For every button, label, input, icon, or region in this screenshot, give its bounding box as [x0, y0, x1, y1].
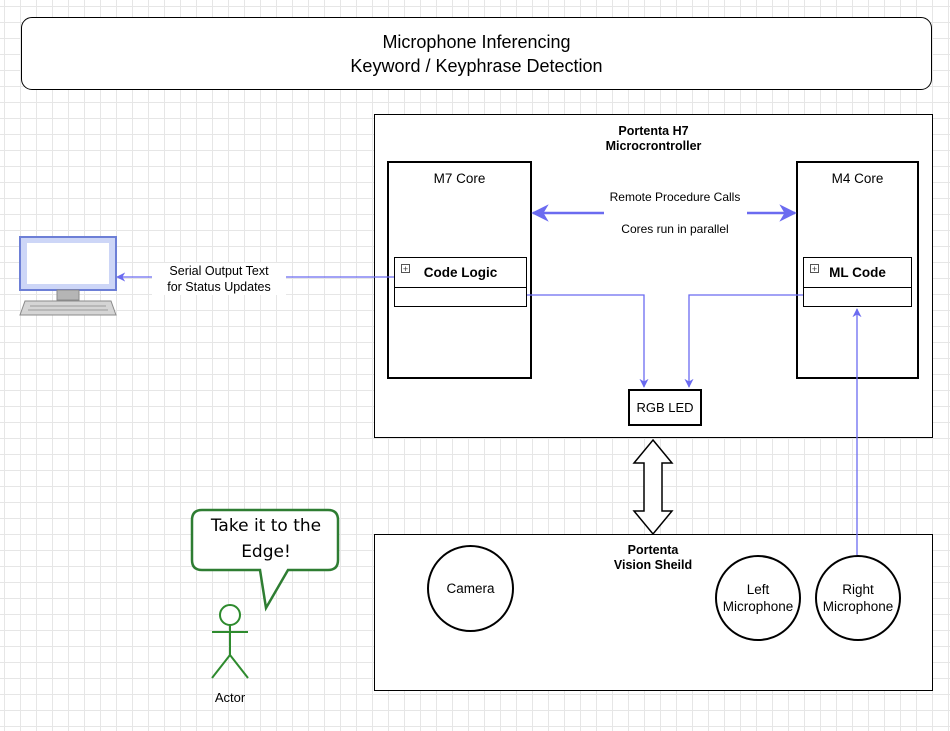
- rgb-led-box: RGB LED: [628, 389, 702, 426]
- parallel-label: Cores run in parallel: [621, 222, 729, 236]
- microcontroller-label-line-2: Microcrontroller: [605, 139, 702, 153]
- bidirectional-block-arrow: [632, 438, 674, 536]
- speech-line-1: Take it to the: [210, 516, 322, 536]
- ml-code-label: ML Code: [829, 265, 886, 280]
- vision-shield-label: Portenta Vision Sheild: [574, 543, 732, 573]
- title-line-2: Keyword / Keyphrase Detection: [350, 55, 603, 76]
- right-microphone-node: Right Microphone: [815, 555, 901, 641]
- computer-monitor-icon: [19, 236, 117, 316]
- ml-code-header: + ML Code: [804, 258, 911, 288]
- right-mic-line-1: Right: [842, 582, 874, 597]
- serial-label-line-2: for Status Updates: [167, 280, 271, 294]
- camera-label: Camera: [446, 581, 495, 596]
- m7-core-label: M7 Core: [433, 171, 486, 186]
- camera-node: Camera: [427, 545, 514, 632]
- rgb-led-label: RGB LED: [636, 400, 694, 415]
- speech-bubble: [190, 508, 340, 612]
- actor-stick-figure-icon: [211, 604, 249, 679]
- serial-label-line-1: Serial Output Text: [169, 264, 269, 278]
- ml-code-to-led-connector: [684, 294, 803, 388]
- right-mic-line-2: Microphone: [822, 599, 894, 614]
- left-microphone-node: Left Microphone: [715, 555, 801, 641]
- code-logic-class[interactable]: + Code Logic: [394, 257, 527, 307]
- ml-code-class[interactable]: + ML Code: [803, 257, 912, 307]
- m4-core-label: M4 Core: [831, 171, 884, 186]
- rpc-label: Remote Procedure Calls: [609, 190, 741, 204]
- title-line-1: Microphone Inferencing: [382, 31, 571, 52]
- microcontroller-label: Portenta H7 Microcrontroller: [374, 124, 933, 154]
- left-mic-line-1: Left: [746, 582, 770, 597]
- speech-line-2: Edge!: [241, 542, 291, 562]
- expand-plus-icon[interactable]: +: [401, 264, 410, 274]
- code-logic-to-led-connector: [527, 294, 649, 388]
- speech-bubble-text: Take it to the Edge!: [196, 513, 336, 565]
- vision-shield-label-line-2: Vision Sheild: [613, 558, 693, 572]
- code-logic-label: Code Logic: [423, 265, 498, 280]
- diagram-title: Microphone Inferencing Keyword / Keyphra…: [21, 17, 932, 90]
- microcontroller-label-line-1: Portenta H7: [618, 124, 689, 138]
- vision-shield-label-line-1: Portenta: [627, 543, 679, 557]
- expand-plus-icon[interactable]: +: [810, 264, 819, 274]
- left-mic-line-2: Microphone: [722, 599, 794, 614]
- actor-label: Actor: [214, 690, 246, 705]
- code-logic-header: + Code Logic: [395, 258, 526, 288]
- serial-output-label: Serial Output Text for Status Updates: [152, 263, 286, 295]
